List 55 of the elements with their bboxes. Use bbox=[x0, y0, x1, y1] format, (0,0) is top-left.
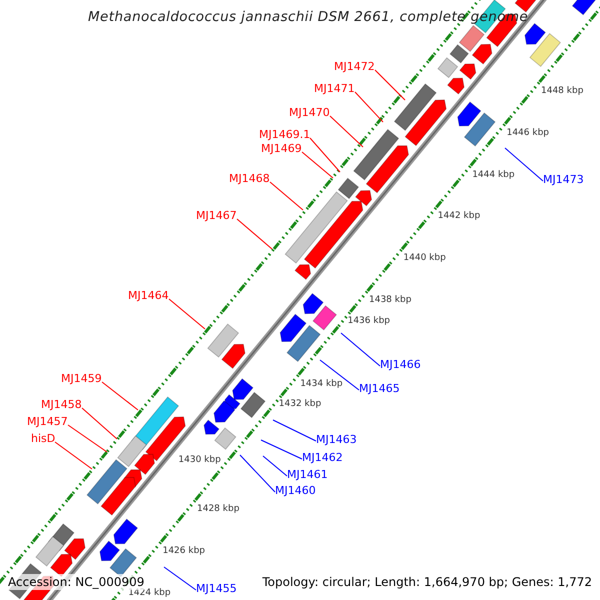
scale-label: 1434 kbp bbox=[300, 378, 343, 390]
leader-line bbox=[54, 442, 92, 470]
leader-line bbox=[354, 92, 384, 122]
leader-line bbox=[330, 116, 364, 148]
leader-line bbox=[102, 382, 138, 410]
scale-label: 1428 kbp bbox=[197, 504, 240, 515]
scale-label: 1426 kbp bbox=[162, 546, 205, 557]
gene-label: MJ1464 bbox=[128, 289, 169, 303]
leader-line bbox=[270, 182, 304, 210]
gene-label: MJ1471 bbox=[314, 82, 355, 96]
gene-label: MJ1467 bbox=[196, 209, 237, 223]
gene-label: hisD bbox=[31, 432, 56, 446]
leader-line bbox=[236, 218, 272, 250]
gene-label: MJ1473 bbox=[543, 173, 584, 187]
scale-label: 1446 kbp bbox=[506, 128, 549, 139]
gene-label: MJ1466 bbox=[380, 358, 421, 372]
leader-line bbox=[320, 360, 360, 390]
leader-line bbox=[240, 454, 276, 492]
scale-label: 1442 kbp bbox=[438, 211, 480, 222]
leader-line bbox=[504, 148, 544, 182]
leader-line bbox=[310, 138, 340, 172]
leader-line bbox=[302, 152, 334, 178]
gene-label: MJ1459 bbox=[61, 372, 102, 386]
gene-label: MJ1472 bbox=[334, 60, 375, 74]
scale-label: 1432 kbp bbox=[278, 399, 322, 410]
gene-label: MJ1455 bbox=[196, 582, 237, 596]
gene-label: MJ1469.1 bbox=[259, 128, 310, 142]
footer-text: Topology: circular; Length: 1,664,970 bp; Genes: 1,772 bbox=[262, 574, 592, 590]
leader-line bbox=[164, 566, 196, 590]
scale-label: 1448 kbp bbox=[541, 86, 584, 97]
footer-text: Accession: NC_000909 bbox=[8, 574, 144, 590]
leader-line bbox=[374, 70, 406, 100]
gene-label: MJ1468 bbox=[229, 172, 270, 186]
leader-line bbox=[340, 332, 380, 366]
scale-label: 1430 kbp bbox=[178, 455, 221, 466]
gene-label: MJ1463 bbox=[316, 433, 357, 447]
leader-line bbox=[168, 298, 206, 330]
gene-label: MJ1465 bbox=[359, 382, 400, 396]
gene-label: MJ1470 bbox=[289, 106, 330, 120]
leader-line bbox=[68, 424, 108, 452]
gene-label: MJ1458 bbox=[41, 398, 82, 412]
gene-label: MJ1461 bbox=[287, 468, 328, 482]
gene-label: MJ1457 bbox=[27, 415, 68, 429]
scale-label: 1444 kbp bbox=[472, 170, 515, 181]
leader-line bbox=[272, 420, 316, 442]
scale-label: 1436 kbp bbox=[348, 316, 390, 327]
scale-label: 1438 kbp bbox=[369, 295, 412, 306]
gene-label: MJ1469 bbox=[261, 142, 302, 156]
leader-line bbox=[260, 440, 302, 460]
gene-label: MJ1462 bbox=[302, 451, 343, 465]
gene-label: MJ1460 bbox=[275, 484, 316, 498]
scale-label: 1440 kbp bbox=[403, 253, 446, 264]
leader-line bbox=[262, 456, 288, 476]
map-title: Methanocaldococcus jannaschii DSM 2661, complete genome bbox=[88, 9, 528, 25]
leader-line bbox=[82, 408, 118, 440]
